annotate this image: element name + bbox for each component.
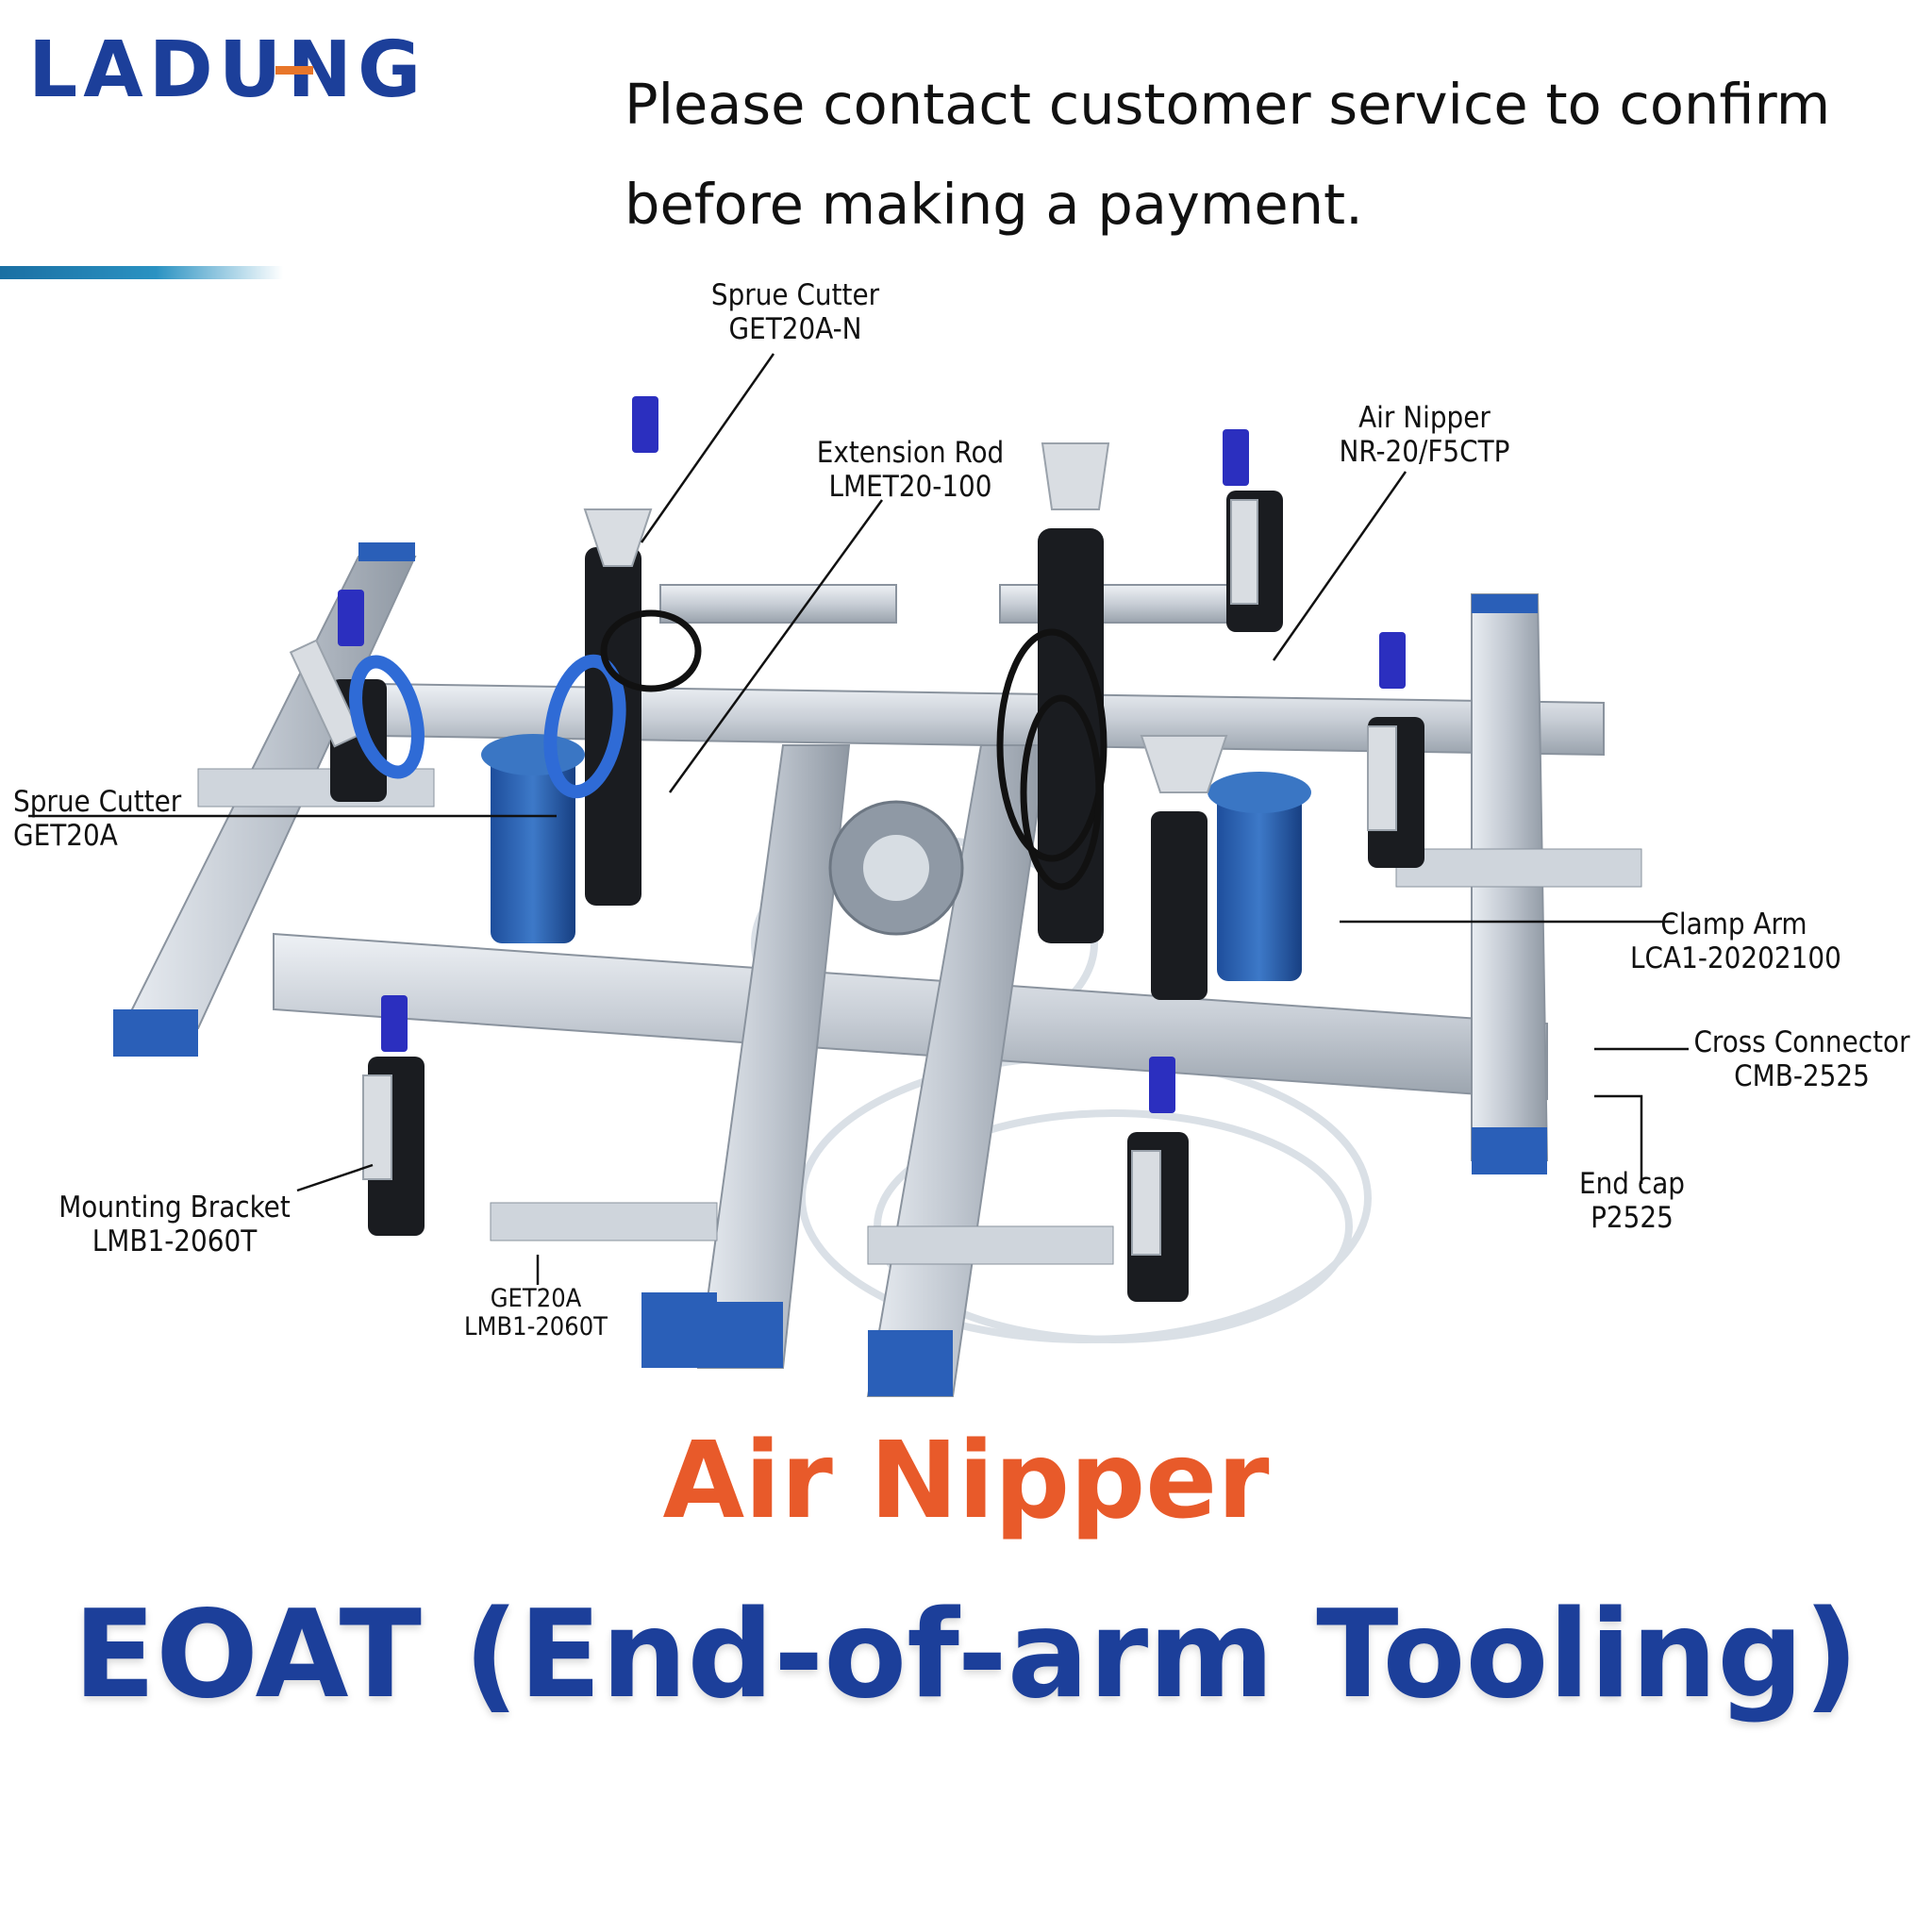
callout-name: Air Nipper	[1358, 401, 1491, 435]
logo-accent-icon	[275, 66, 313, 75]
callout-name: Sprue Cutter	[710, 278, 880, 312]
callout-model: LMB1-2060T	[92, 1224, 258, 1258]
ladung-logo: LADUNG	[28, 28, 426, 113]
callout-model: P2525	[1591, 1201, 1674, 1235]
callout-model: GET20A-N	[728, 312, 862, 346]
callout-sprue-cutter-top: Sprue Cutter GET20A-N	[696, 278, 894, 346]
callout-model: CMB-2525	[1734, 1059, 1870, 1093]
callout-name: GET20A	[490, 1284, 582, 1313]
callout-clamp-arm: Clamp Arm LCA1-20202100	[1630, 908, 1841, 975]
payment-notice: Please contact customer service to confi…	[625, 55, 1830, 255]
headline-air-nipper: Air Nipper	[662, 1420, 1270, 1542]
callout-model: LMET20-100	[828, 470, 992, 504]
callout-name: Cross Connector	[1693, 1025, 1910, 1059]
callout-mounting-bracket: Mounting Bracket LMB1-2060T	[57, 1191, 292, 1258]
callout-cross-connector: Cross Connector CMB-2525	[1693, 1025, 1910, 1093]
callout-model: NR-20/F5CTP	[1339, 435, 1510, 469]
header-divider	[0, 266, 283, 279]
callout-sprue-cutter-left: Sprue Cutter GET20A	[13, 785, 181, 853]
notice-line-1: Please contact customer service to confi…	[625, 72, 1831, 137]
logo-text: LADUNG	[28, 28, 426, 113]
callout-name: End cap	[1579, 1167, 1685, 1201]
callout-model: LMB1-2060T	[463, 1312, 608, 1341]
callout-combo-bottom: GET20A LMB1-2060T	[451, 1285, 621, 1341]
callout-model: LCA1-20202100	[1630, 941, 1841, 975]
callout-name: Sprue Cutter	[13, 785, 182, 819]
callout-name: Mounting Bracket	[58, 1191, 291, 1224]
callout-end-cap: End cap P2525	[1557, 1167, 1707, 1235]
headline-eoat: EOAT (End-of-arm Tooling)	[73, 1585, 1859, 1725]
callout-extension-rod: Extension Rod LMET20-100	[807, 436, 1014, 504]
callout-air-nipper: Air Nipper NR-20/F5CTP	[1325, 401, 1524, 469]
notice-line-2: before making a payment.	[625, 172, 1363, 237]
callout-name: Clamp Arm	[1660, 908, 1807, 941]
callout-name: Extension Rod	[816, 436, 1005, 470]
callout-model: GET20A	[13, 819, 118, 853]
